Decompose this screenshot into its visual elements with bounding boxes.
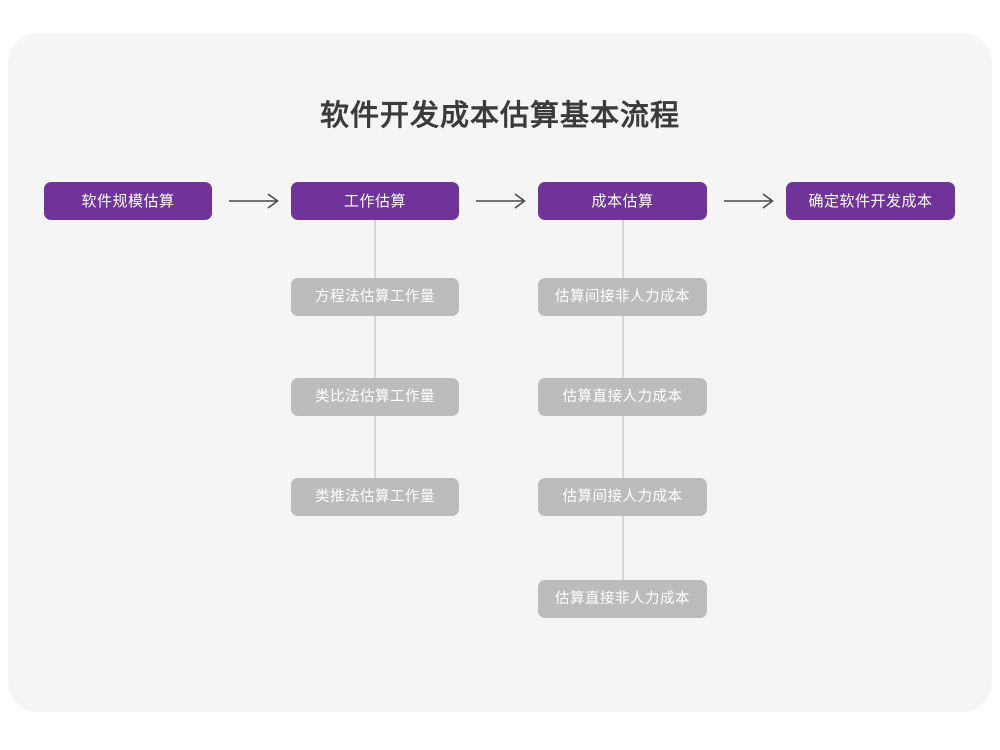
arrow-right-icon bbox=[228, 190, 284, 212]
node-software-scale-estimation[interactable]: 软件规模估算 bbox=[44, 182, 212, 220]
node-effort-estimation[interactable]: 工作估算 bbox=[291, 182, 459, 220]
arrow-right-icon bbox=[723, 190, 779, 212]
content-card bbox=[8, 33, 992, 712]
node-indirect-nonlabor-cost[interactable]: 估算间接非人力成本 bbox=[538, 278, 707, 316]
node-cost-estimation[interactable]: 成本估算 bbox=[538, 182, 707, 220]
node-analogy-method-effort[interactable]: 类比法估算工作量 bbox=[291, 378, 459, 416]
page-title: 软件开发成本估算基本流程 bbox=[319, 100, 680, 132]
arrow-right-icon bbox=[475, 190, 531, 212]
node-determine-development-cost[interactable]: 确定软件开发成本 bbox=[786, 182, 955, 220]
node-equation-method-effort[interactable]: 方程法估算工作量 bbox=[291, 278, 459, 316]
connector-line-effort-branch bbox=[374, 216, 376, 480]
node-direct-nonlabor-cost[interactable]: 估算直接非人力成本 bbox=[538, 580, 707, 618]
node-direct-labor-cost[interactable]: 估算直接人力成本 bbox=[538, 378, 707, 416]
node-indirect-labor-cost[interactable]: 估算间接人力成本 bbox=[538, 478, 707, 516]
node-deduction-method-effort[interactable]: 类推法估算工作量 bbox=[291, 478, 459, 516]
